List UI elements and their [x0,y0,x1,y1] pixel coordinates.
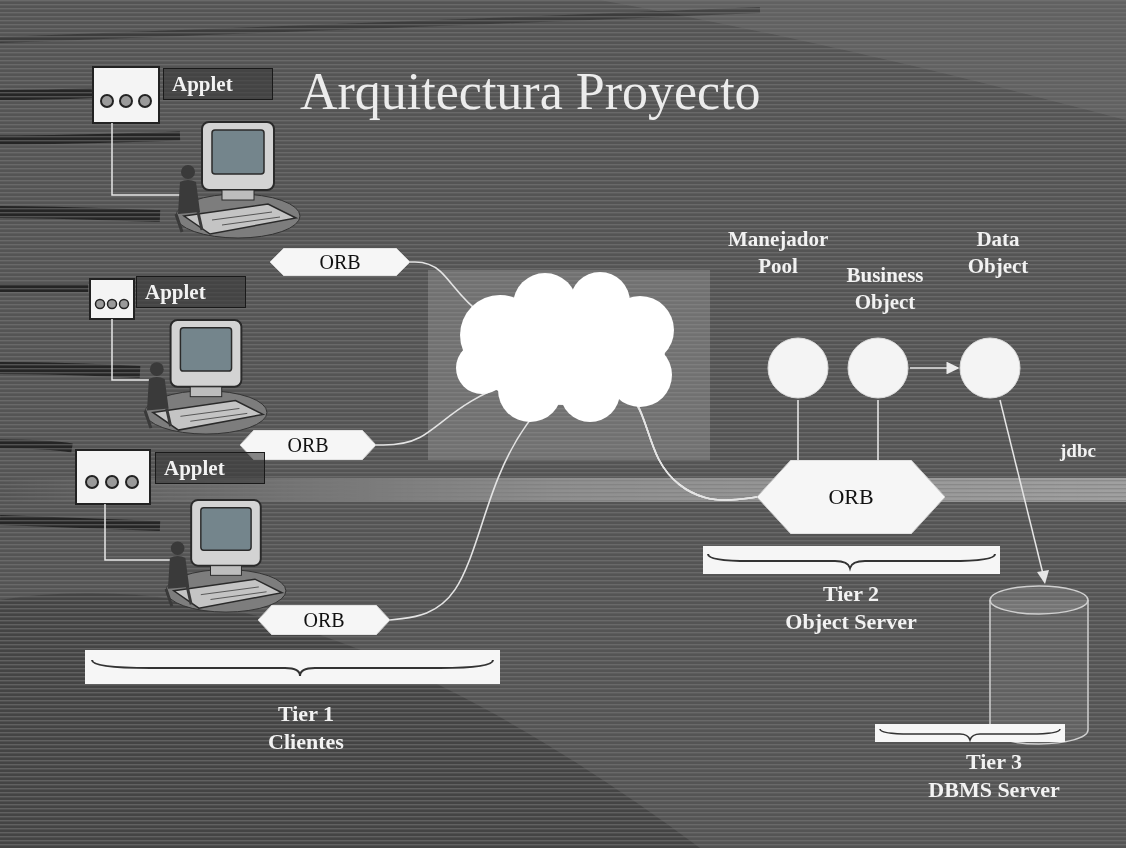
tier-label-box: Tier 3 [966,748,1022,776]
jdbc-label: jdbc [1060,438,1096,463]
tier-label: Tier 2 [823,580,879,608]
jdbc-label-box: jdbc [1060,438,1096,463]
node-label: ORB [303,608,344,632]
computer-icon [145,320,267,434]
object-circle-shape [848,338,908,398]
applet-box: Applet [155,452,265,484]
tier-label-box: Tier 2 [823,580,879,608]
applet-box: Applet [136,276,246,308]
network-cloud [456,272,674,422]
applet-box: Applet [163,68,273,100]
bracket [703,546,1000,574]
tier-label: Clientes [268,728,344,756]
database-cylinder [990,586,1088,744]
hexagon-outline [270,248,410,276]
object-circle-shape [960,338,1020,398]
tier-label-box: Clientes [268,728,344,756]
network-link [410,262,757,500]
object-circle: Data Object [958,226,1022,400]
network-link [877,400,879,460]
circle-shape [958,336,1022,400]
bracket [875,724,1065,742]
object-circle: Manejador Pool [766,226,830,400]
tier-label: DBMS Server [928,776,1059,804]
node-label: Business Object [837,262,933,316]
node-label: ORB [287,433,328,457]
orb-bus: ORB [757,460,945,534]
title: Arquitectura Proyecto [300,62,761,122]
object-circle-shape [768,338,828,398]
node-label: Applet [145,280,233,304]
computer-icon [176,122,300,238]
network-link [797,400,799,460]
tier-label-box: Tier 1 [278,700,334,728]
orb-connector: ORB [258,605,390,635]
circle-shape [846,336,910,400]
node-label: ORB [828,484,873,510]
tier-label-box: Object Server [785,608,916,636]
network-link [910,367,958,369]
tier-label: Object Server [785,608,916,636]
network-area [428,270,710,460]
tier-label-box: DBMS Server [928,776,1059,804]
hexagon-outline [757,460,945,534]
node-label: ORB [319,250,360,274]
tier-label: Tier 1 [278,700,334,728]
node-label: Manejador Pool [728,226,828,280]
tier-label: Tier 3 [966,748,1022,776]
bracket [85,650,500,684]
object-circle: Business Object [846,262,910,400]
hexagon-outline [258,605,390,635]
orb-connector: ORB [270,248,410,276]
node-label: Applet [172,72,260,96]
title-box: Arquitectura Proyecto [300,62,761,122]
node-label: Applet [164,456,252,480]
node-label: Data Object [958,226,1038,280]
computer-icon [166,500,286,612]
circle-shape [766,336,830,400]
jdbc-wire [1000,400,1049,584]
